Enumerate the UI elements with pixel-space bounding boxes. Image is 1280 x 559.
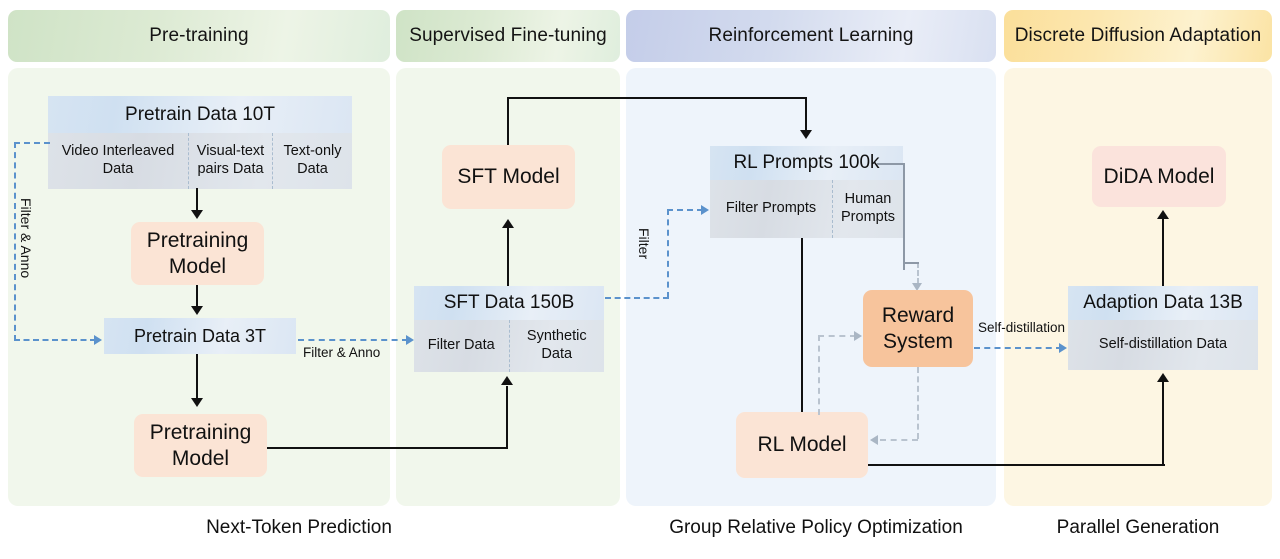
pretrain-data-3t-label: Pretrain Data 3T — [104, 318, 296, 354]
box-pretraining-model-2: Pretraining Model — [134, 414, 267, 477]
edge-label-self-distillation: Self-distillation — [978, 320, 1066, 335]
adaption-data-header: Adaption Data 13B — [1068, 286, 1258, 320]
box-rl-model: RL Model — [736, 412, 868, 478]
stage-header-rl: Reinforcement Learning — [626, 10, 996, 62]
stage-title-rl: Reinforcement Learning — [708, 25, 914, 46]
dida-model-label: DiDA Model — [1103, 164, 1215, 188]
arrow-shaft — [506, 386, 509, 448]
dashed-arrow-head — [406, 335, 414, 345]
dashed-filter-anno-vertical — [14, 142, 16, 341]
dashed-arrow-head — [94, 335, 102, 345]
box-dida-model: DiDA Model — [1092, 146, 1226, 207]
adaption-data-body: Self-distillation Data — [1068, 320, 1258, 370]
dataset-cell: Video Interleaved Data — [61, 143, 175, 177]
stage-caption-rl: Group Relative Policy Optimization — [669, 517, 963, 538]
arrow-shaft — [196, 285, 199, 308]
stage-title-dida: Discrete Diffusion Adaptation — [1014, 25, 1262, 46]
grey-dashed-up — [818, 335, 820, 415]
arrow-head-down — [191, 306, 203, 315]
grey-line — [903, 262, 919, 264]
stage-header-pretraining: Pre-training — [8, 10, 390, 62]
dashed-arrow-head — [1059, 343, 1067, 353]
arrow-shaft — [805, 97, 808, 132]
rl-prompts-header: RL Prompts 100k — [710, 146, 903, 180]
dashed-filter-vertical — [667, 209, 669, 298]
arrow-shaft — [1162, 382, 1165, 466]
arrow-shaft — [507, 97, 807, 100]
dataset-cell: Visual-text pairs Data — [188, 133, 272, 189]
box-pretraining-model-1: Pretraining Model — [131, 222, 264, 285]
sft-model-label: SFT Model — [457, 165, 560, 189]
dashed-filter-anno-to-sft — [298, 339, 408, 341]
grey-line — [877, 163, 905, 165]
rl-prompts-body: Filter Prompts Human Prompts — [710, 180, 903, 238]
pretrain-data-10t-header: Pretrain Data 10T — [48, 96, 352, 133]
block-sft-data: SFT Data 150B Filter Data Synthetic Data — [414, 286, 604, 372]
pretraining-model-1-label: Pretraining Model — [146, 229, 249, 278]
stage-caption-pretraining: Next-Token Prediction — [206, 517, 392, 538]
arrow-head-down — [800, 130, 812, 139]
grey-arrow-head — [854, 331, 862, 341]
grey-dashed-to-reward — [917, 262, 919, 284]
arrow-shaft — [196, 188, 199, 212]
dashed-filter-anno-top — [14, 142, 50, 144]
pretrain-data-10t-body: Video Interleaved Data Visual-text pairs… — [48, 133, 352, 189]
arrow-shaft — [1162, 219, 1165, 287]
dashed-self-distillation — [974, 347, 1062, 349]
grey-dashed-to-reward — [818, 335, 856, 337]
arrow-head-down — [191, 398, 203, 407]
edge-label-filter-vertical: Filter — [636, 228, 652, 260]
dashed-arrow-head — [701, 205, 709, 215]
grey-dashed-down — [917, 367, 919, 439]
arrow-shaft — [267, 447, 508, 450]
box-sft-model: SFT Model — [442, 145, 575, 209]
arrow-shaft — [868, 464, 1165, 467]
arrow-head-up — [501, 376, 513, 385]
dashed-filter-right — [605, 297, 669, 299]
stage-header-sft: Supervised Fine-tuning — [396, 10, 620, 62]
stage-title-pretraining: Pre-training — [149, 25, 249, 46]
dashed-filter-anno-bottom — [14, 339, 96, 341]
stage-caption-dida: Parallel Generation — [1056, 517, 1220, 538]
sft-data-header: SFT Data 150B — [414, 286, 604, 320]
dataset-cell: Filter Prompts — [725, 200, 817, 217]
grey-dashed-to-rl-model — [880, 439, 918, 441]
edge-label-filter-anno-vertical: Filter & Anno — [18, 198, 34, 279]
reward-system-label: Reward System — [881, 304, 955, 353]
block-pretrain-data-10t: Pretrain Data 10T Video Interleaved Data… — [48, 96, 352, 189]
grey-arrow-head-down — [912, 283, 922, 291]
dataset-cell: Text-only Data — [272, 133, 352, 189]
sft-data-body: Filter Data Synthetic Data — [414, 320, 604, 372]
pretraining-model-2-label: Pretraining Model — [149, 421, 252, 470]
arrow-head-up — [1157, 210, 1169, 219]
dashed-filter-top — [667, 209, 703, 211]
grey-line — [903, 163, 905, 270]
arrow-shaft — [196, 354, 199, 400]
dataset-cell: Synthetic Data — [508, 320, 605, 372]
dataset-cell: Self-distillation Data — [1098, 336, 1228, 353]
dataset-cell: Human Prompts — [832, 180, 903, 238]
arrow-shaft — [801, 238, 804, 418]
arrow-head-up — [1157, 373, 1169, 382]
block-adaption-data: Adaption Data 13B Self-distillation Data — [1068, 286, 1258, 370]
block-pretrain-data-3t: Pretrain Data 3T — [104, 318, 296, 354]
edge-label-filter-anno-horizontal: Filter & Anno — [303, 345, 381, 360]
arrow-shaft — [507, 97, 510, 145]
arrow-head-down — [191, 210, 203, 219]
stage-header-dida: Discrete Diffusion Adaptation — [1004, 10, 1272, 62]
arrow-shaft — [507, 228, 510, 286]
block-rl-prompts: RL Prompts 100k Filter Prompts Human Pro… — [710, 146, 903, 238]
dataset-cell: Filter Data — [427, 337, 495, 354]
stage-title-sft: Supervised Fine-tuning — [409, 25, 607, 46]
box-reward-system: Reward System — [863, 290, 973, 367]
rl-model-label: RL Model — [757, 433, 847, 457]
arrow-head-up — [502, 219, 514, 228]
grey-arrow-head-left — [870, 435, 878, 445]
